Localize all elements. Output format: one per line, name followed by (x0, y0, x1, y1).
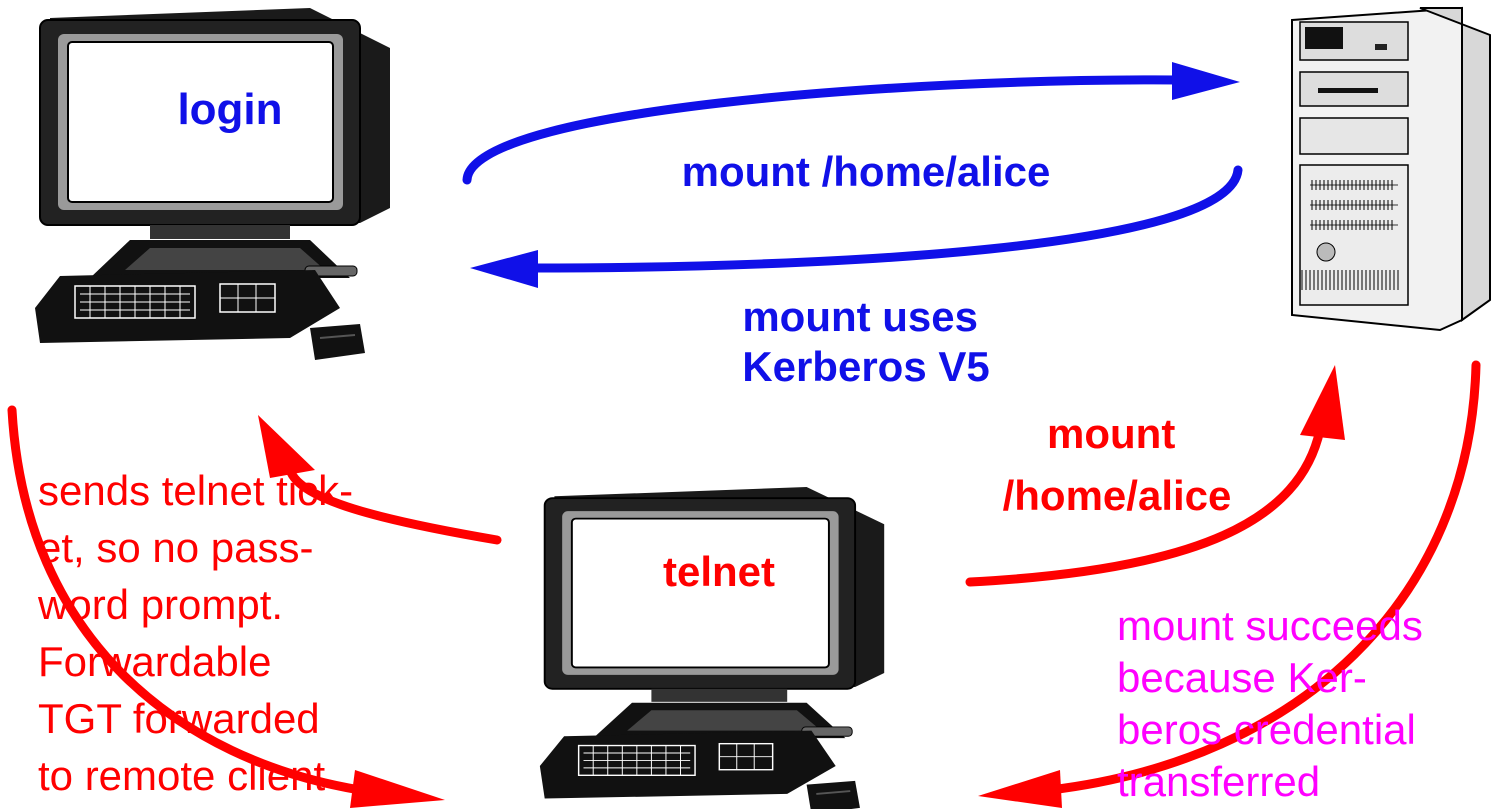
mount-request-label: mount /home/alice (682, 148, 1051, 195)
telnet-ticket-arrow (258, 415, 502, 545)
telnet-computer-icon (538, 486, 886, 809)
server-tower-icon (1291, 6, 1491, 332)
telnet-ticket-line-2: et, so no pass- (38, 524, 313, 571)
telnet-ticket-line-6: to remote client (38, 752, 325, 799)
remote-mount-result-line-4: transferred (1117, 758, 1320, 805)
login-screen-label: login (177, 85, 282, 134)
mount-response-arrow (470, 165, 1243, 288)
mount-response-line-1: mount uses (742, 293, 978, 340)
remote-mount-request-arrow (965, 365, 1345, 587)
telnet-ticket-line-3: word prompt. (37, 581, 283, 628)
remote-mount-result-line-2: because Ker- (1117, 654, 1367, 701)
mount-response-line-2: Kerberos V5 (742, 343, 989, 390)
telnet-ticket-line-1: sends telnet tick- (38, 467, 353, 514)
remote-mount-line-2: /home/alice (1003, 472, 1232, 519)
telnet-ticket-line-4: Forwardable (38, 638, 271, 685)
login-to-telnet-arrow (7, 405, 445, 808)
remote-mount-request-label: mount /home/alice (1003, 410, 1232, 519)
remote-mount-line-1: mount (1047, 410, 1175, 457)
telnet-screen-label: telnet (663, 548, 775, 595)
telnet-ticket-line-5: TGT forwarded (38, 695, 320, 742)
mount-request-arrow (462, 62, 1240, 185)
login-computer-icon (34, 7, 391, 361)
remote-mount-result-label: mount succeeds because Ker- beros creden… (1117, 602, 1435, 805)
telnet-ticket-label: sends telnet tick- et, so no pass- word … (37, 467, 365, 799)
remote-mount-result-line-3: beros credential (1117, 706, 1416, 753)
remote-mount-result-arrow (978, 360, 1481, 808)
mount-response-label: mount uses Kerberos V5 (742, 293, 989, 390)
remote-mount-result-line-1: mount succeeds (1117, 602, 1423, 649)
